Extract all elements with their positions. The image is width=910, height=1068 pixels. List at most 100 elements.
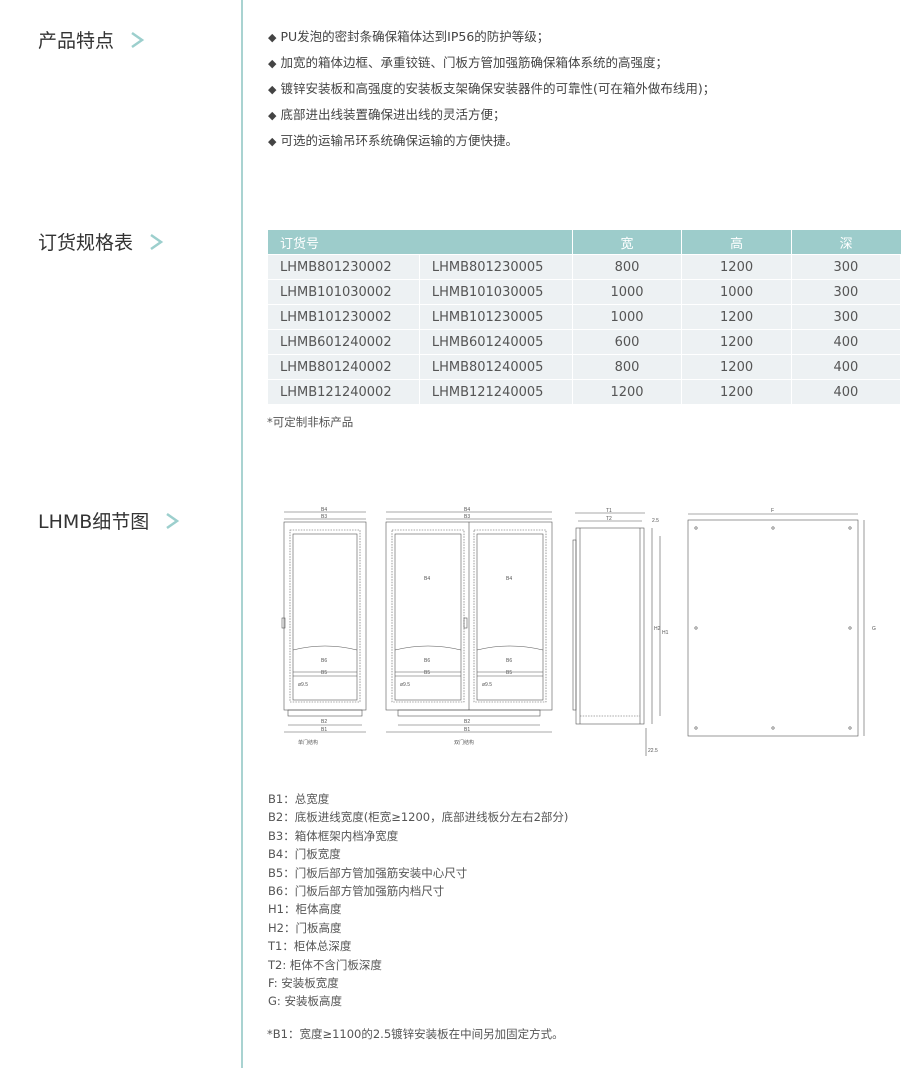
label-hole: ø9.5 [482, 682, 492, 688]
order-section-title: 订货规格表 [38, 228, 165, 255]
table-cell: LHMB101030005 [419, 279, 573, 305]
table-cell: 300 [791, 279, 902, 305]
diamond-bullet-icon: ◆ [268, 109, 277, 122]
label-B5: B5 [321, 670, 327, 676]
label-B1: B1 [321, 727, 327, 733]
label-dim-22-5: 22.5 [648, 748, 658, 754]
col-header-width: 宽 [572, 230, 683, 255]
label-B6: B6 [321, 658, 327, 664]
table-cell: 1200 [572, 379, 683, 404]
vertical-divider [241, 0, 243, 1068]
col-header-depth: 深 [791, 230, 901, 255]
col-header-height: 高 [681, 230, 792, 255]
legend-item: H2：门板高度 [268, 920, 342, 935]
table-row: LHMB801230002 LHMB801230005 800 1200 300 [268, 254, 902, 280]
table-cell: LHMB801240002 [268, 354, 420, 380]
table-cell: LHMB101230005 [419, 304, 573, 330]
table-cell: 600 [572, 329, 683, 355]
order-title-text: 订货规格表 [38, 232, 134, 254]
table-cell: 800 [572, 254, 683, 280]
legend-item: F: 安装板宽度 [268, 976, 339, 991]
feature-item: ◆可选的运输吊环系统确保运输的方便快捷。 [268, 133, 518, 148]
label-B1: B1 [464, 727, 470, 733]
label-B4: B4 [506, 576, 512, 582]
legend-item: T2: 柜体不含门板深度 [268, 957, 382, 972]
col-header-code: 订货号 [268, 230, 573, 255]
table-cell: LHMB101030002 [268, 279, 420, 305]
label-H1: H1 [662, 630, 669, 636]
label-B5: B5 [506, 670, 512, 676]
table-cell: LHMB601240005 [419, 329, 573, 355]
label-B2: B2 [464, 719, 470, 725]
mounting-plate-view: F G [687, 508, 876, 737]
label-B4: B4 [424, 576, 430, 582]
label-B2: B2 [321, 719, 327, 725]
feature-item: ◆加宽的箱体边框、承重铰链、门板方管加强筋确保箱体系统的高强度； [268, 55, 668, 70]
label-G: G [872, 626, 876, 632]
dimension-legend: B1：总宽度 B2：底板进线宽度(柜宽≥1200，底部进线板分左右2部分) B3… [268, 790, 568, 1011]
label-B4: B4 [321, 507, 327, 513]
label-H2: H2 [654, 626, 661, 632]
detail-title-text: LHMB细节图 [38, 511, 150, 533]
side-view: T1 T2 H2 H1 2.5 22.5 [572, 508, 669, 756]
diamond-bullet-icon: ◆ [268, 57, 277, 70]
table-cell: 800 [572, 354, 683, 380]
double-door-view: B4 B3 B4 B4 B6 B6 B5 B5 ø9.5 ø9.5 B2 B1 … [385, 507, 553, 746]
table-cell: LHMB801230005 [419, 254, 573, 280]
single-door-view: B4 B3 B6 B5 ø9.5 B2 B1 单门结构 [281, 507, 367, 746]
table-cell: 400 [791, 354, 902, 380]
label-B4: B4 [464, 507, 470, 513]
table-cell: LHMB801240005 [419, 354, 573, 380]
table-cell: 1000 [681, 279, 792, 305]
table-cell: 300 [791, 254, 902, 280]
table-cell: 1200 [681, 379, 792, 404]
label-B6: B6 [424, 658, 430, 664]
legend-item: G: 安装板高度 [268, 994, 342, 1009]
legend-item: T1：柜体总深度 [268, 939, 352, 954]
legend-item: B6：门板后部方管加强筋内档尺寸 [268, 884, 445, 899]
detail-section-title: LHMB细节图 [38, 507, 181, 534]
label-B5: B5 [424, 670, 430, 676]
chevron-right-icon [131, 31, 145, 48]
table-row: LHMB101030002 LHMB101030005 1000 1000 30… [268, 279, 902, 305]
label-T1: T1 [606, 508, 612, 514]
legend-item: H1：柜体高度 [268, 902, 342, 917]
table-cell: LHMB121240002 [268, 379, 420, 404]
table-cell: 400 [791, 329, 902, 355]
label-T2: T2 [606, 516, 612, 522]
order-spec-table: 订货号 宽 高 深 LHMB801230002 LHMB801230005 80… [268, 230, 902, 404]
table-cell: 1000 [572, 279, 683, 305]
label-B3: B3 [464, 514, 470, 520]
legend-item: B5：门板后部方管加强筋安装中心尺寸 [268, 865, 468, 880]
chevron-right-icon [150, 233, 164, 250]
table-cell: 1200 [681, 354, 792, 380]
label-dim-2-5: 2.5 [652, 518, 659, 524]
legend-item: B4：门板宽度 [268, 847, 341, 862]
table-cell: 400 [791, 379, 902, 404]
table-cell: LHMB801230002 [268, 254, 420, 280]
feature-item: ◆镀锌安装板和高强度的安装板支架确保安装器件的可靠性(可在箱外做布线用)； [268, 81, 716, 96]
features-section-title: 产品特点 [38, 26, 146, 53]
table-cell: 1200 [681, 254, 792, 280]
table-cell: LHMB601240002 [268, 329, 420, 355]
table-row: LHMB801240002 LHMB801240005 800 1200 400 [268, 354, 902, 380]
cabinet-detail-drawing: B4 B3 B6 B5 ø9.5 B2 B1 单门结构 B4 B3 [281, 507, 876, 756]
table-row: LHMB601240002 LHMB601240005 600 1200 400 [268, 329, 902, 355]
table-cell: 1000 [572, 304, 683, 330]
table-cell: LHMB101230002 [268, 304, 420, 330]
table-cell: 1200 [681, 304, 792, 330]
double-door-caption: 双门结构 [454, 739, 474, 746]
feature-item: ◆底部进出线装置确保进出线的灵活方便； [268, 107, 506, 122]
legend-item: B1：总宽度 [268, 792, 330, 806]
table-row: LHMB121240002 LHMB121240005 1200 1200 40… [268, 379, 902, 404]
custom-note: *可定制非标产品 [267, 415, 354, 429]
table-cell: 1200 [681, 329, 792, 355]
table-cell: LHMB121240005 [419, 379, 573, 404]
features-title-text: 产品特点 [38, 30, 115, 52]
legend-item: B3：箱体框架内档净宽度 [268, 828, 399, 843]
diamond-bullet-icon: ◆ [268, 31, 277, 44]
footnote: *B1：宽度≥1100的2.5镀锌安装板在中间另加固定方式。 [267, 1027, 564, 1041]
diamond-bullet-icon: ◆ [268, 83, 277, 96]
feature-item: ◆PU发泡的密封条确保箱体达到IP56的防护等级； [268, 29, 550, 44]
features-list: ◆PU发泡的密封条确保箱体达到IP56的防护等级； ◆加宽的箱体边框、承重铰链、… [268, 24, 715, 154]
